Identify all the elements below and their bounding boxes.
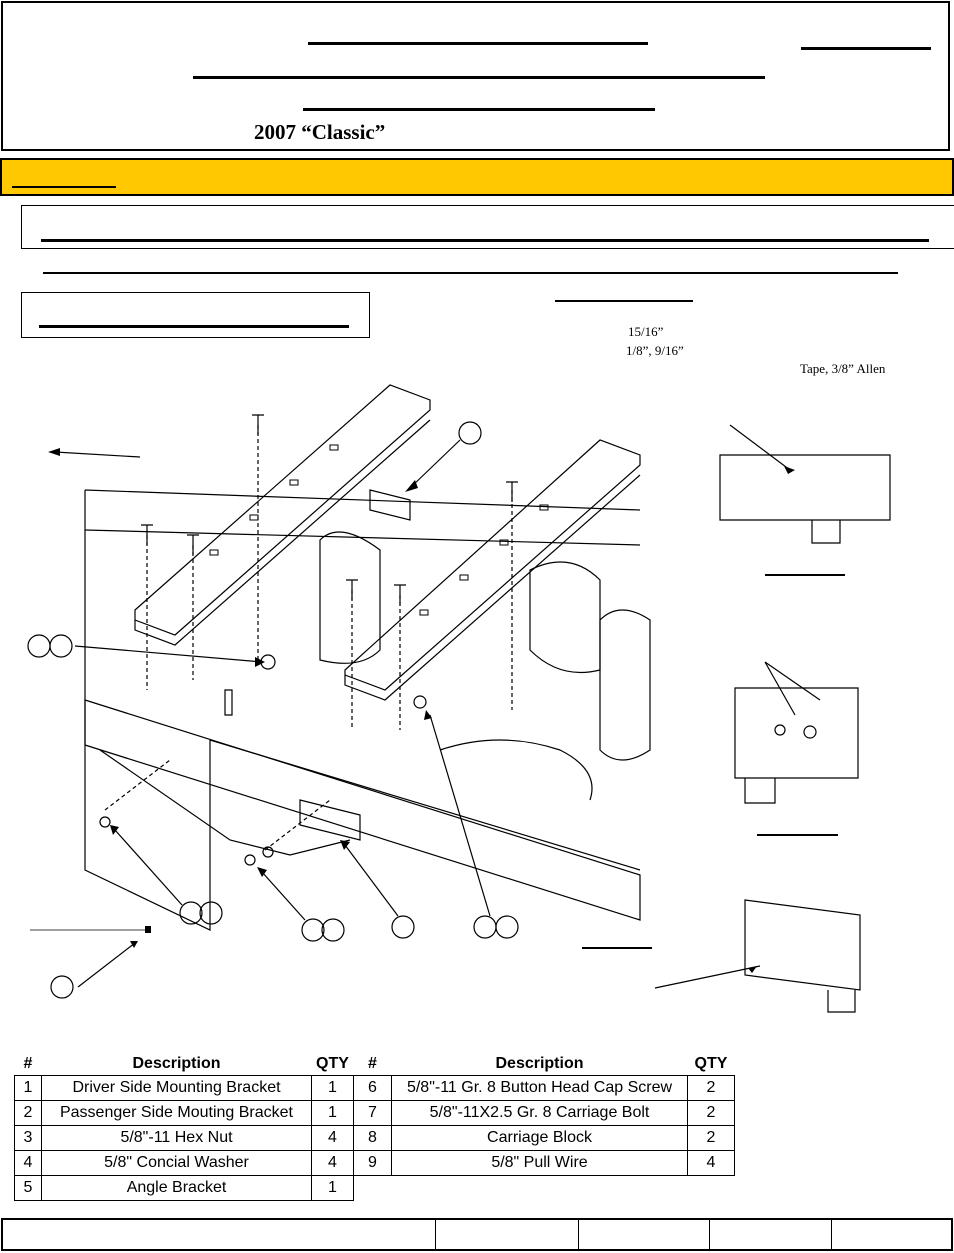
col-header: QTY xyxy=(316,1055,349,1072)
title-line xyxy=(801,47,931,50)
table-cell: 4 xyxy=(311,1150,354,1176)
table-cell: Angle Bracket xyxy=(41,1175,312,1201)
note-line xyxy=(43,272,898,274)
table-cell: 4 xyxy=(687,1150,735,1176)
table-cell: 2 xyxy=(687,1075,735,1101)
table-header-row: # Description QTY # Description QTY xyxy=(15,1053,735,1076)
tool-size: 15/16” xyxy=(628,324,664,339)
footer-cell xyxy=(832,1220,951,1249)
footer-cell xyxy=(579,1220,710,1249)
col-header: # xyxy=(23,1055,33,1072)
title-line xyxy=(303,108,655,111)
table-cell: 5/8" Concial Washer xyxy=(41,1150,312,1176)
title-line xyxy=(308,42,648,45)
table-row: 4 5/8" Concial Washer 4 9 5/8" Pull Wire… xyxy=(14,1150,735,1176)
section-banner xyxy=(0,158,954,196)
table-cell: 2 xyxy=(687,1125,735,1151)
table-cell: 6 xyxy=(353,1075,392,1101)
table-cell: 8 xyxy=(353,1125,392,1151)
table-cell: 5 xyxy=(14,1175,42,1201)
tool-size: Tape, 3/8” Allen xyxy=(800,361,886,376)
footer-cell xyxy=(436,1220,579,1249)
col-header: Description xyxy=(495,1055,584,1072)
table-cell: 4 xyxy=(311,1125,354,1151)
footer-cell xyxy=(3,1220,436,1249)
note-box xyxy=(21,292,370,338)
table-cell: 5/8"-11X2.5 Gr. 8 Carriage Bolt xyxy=(391,1100,688,1126)
model-year: 2007 “Classic” xyxy=(254,120,386,144)
table-row: 2 Passenger Side Mouting Bracket 1 7 5/8… xyxy=(14,1100,735,1126)
header-box xyxy=(1,1,950,151)
col-header: # xyxy=(368,1055,377,1072)
table-row: 1 Driver Side Mounting Bracket 1 6 5/8"-… xyxy=(14,1075,735,1101)
table-cell xyxy=(354,1176,392,1201)
footer-cell xyxy=(710,1220,832,1249)
table-cell: 9 xyxy=(353,1150,392,1176)
table-cell: 1 xyxy=(14,1075,42,1101)
table-cell: Passenger Side Mouting Bracket xyxy=(41,1100,312,1126)
note-line xyxy=(41,239,929,242)
table-cell: 5/8"-11 Gr. 8 Button Head Cap Screw xyxy=(391,1075,688,1101)
table-cell: 2 xyxy=(14,1100,42,1126)
table-cell: 1 xyxy=(311,1100,354,1126)
title-line xyxy=(193,76,765,79)
footer-box xyxy=(1,1218,953,1251)
table-cell: 1 xyxy=(311,1175,354,1201)
table-row: 3 5/8"-11 Hex Nut 4 8 Carriage Block 2 xyxy=(14,1125,735,1151)
table-cell: 5/8"-11 Hex Nut xyxy=(41,1125,312,1151)
col-header: Description xyxy=(132,1055,221,1072)
table-cell: 2 xyxy=(687,1100,735,1126)
table-cell: 7 xyxy=(353,1100,392,1126)
note-box xyxy=(21,205,954,249)
table-cell xyxy=(392,1176,688,1201)
table-cell xyxy=(688,1176,735,1201)
tools-heading-line xyxy=(555,300,693,302)
parts-table: # Description QTY # Description QTY 1 Dr… xyxy=(14,1053,735,1201)
note-line xyxy=(39,325,349,328)
table-row: 5 Angle Bracket 1 xyxy=(14,1175,735,1201)
table-cell: Carriage Block xyxy=(391,1125,688,1151)
table-cell: Driver Side Mounting Bracket xyxy=(41,1075,312,1101)
banner-line xyxy=(12,186,116,188)
table-cell: 4 xyxy=(14,1150,42,1176)
installation-diagram xyxy=(27,384,891,1013)
table-cell: 5/8" Pull Wire xyxy=(391,1150,688,1176)
table-cell: 1 xyxy=(311,1075,354,1101)
tool-size: 1/8”, 9/16” xyxy=(626,343,684,358)
table-cell: 3 xyxy=(14,1125,42,1151)
col-header: QTY xyxy=(694,1055,728,1072)
